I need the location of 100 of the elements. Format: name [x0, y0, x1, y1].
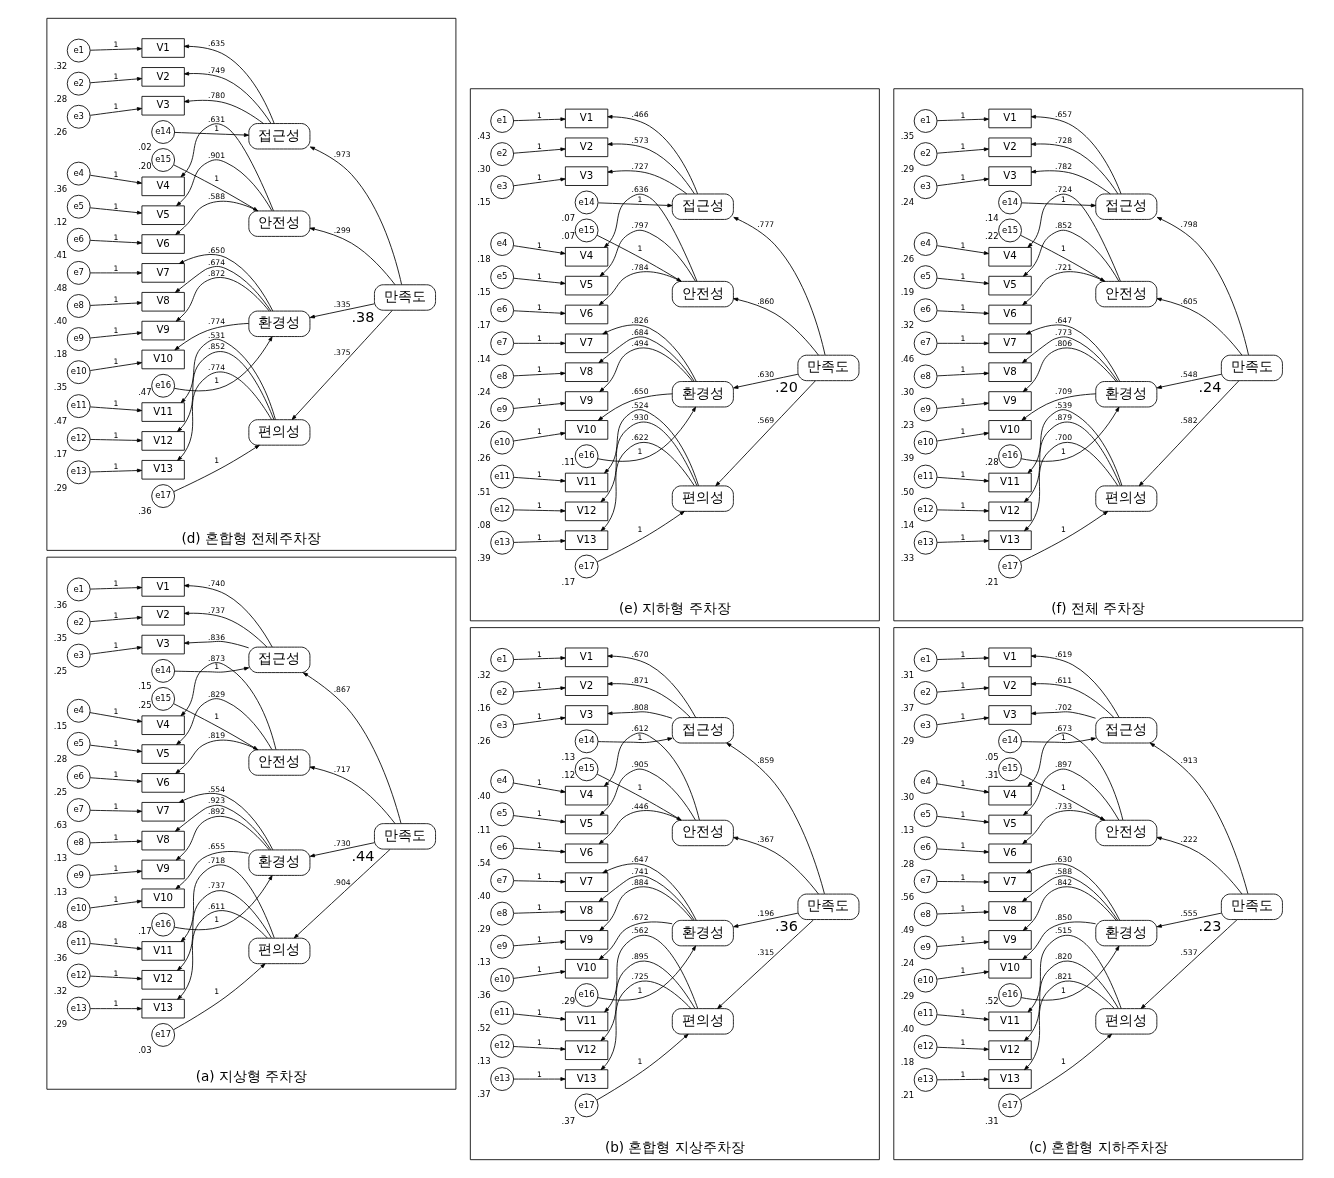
- edge-label: .819: [207, 731, 225, 741]
- edge-label: .494: [631, 339, 649, 349]
- node-box: V8: [564, 901, 608, 921]
- edge-label: 1: [536, 777, 542, 787]
- node-label: .36: [137, 506, 152, 517]
- node-circle: e9: [489, 934, 514, 959]
- node-circle: e11: [489, 464, 514, 489]
- arrow: [512, 508, 565, 513]
- edge-label: 1: [113, 40, 118, 50]
- node-label: .29: [900, 990, 914, 1001]
- edge-label: 1: [536, 965, 542, 975]
- node-circle: e6: [913, 836, 937, 861]
- edge-label: 1: [113, 232, 118, 242]
- node-box: 안전성: [247, 210, 310, 237]
- edge-label: .826: [631, 316, 649, 326]
- node-circle: e7: [66, 798, 91, 822]
- node-circle: e14: [574, 729, 598, 754]
- edge-label: 1: [213, 987, 219, 997]
- edge-label: 1: [536, 501, 542, 511]
- node-label: .51: [476, 486, 491, 497]
- node-circle: e13: [66, 460, 91, 485]
- arrow: [89, 646, 142, 655]
- node-box: 환경성: [671, 919, 734, 947]
- node-label: .15: [476, 287, 491, 298]
- node-box: V11: [987, 1011, 1032, 1032]
- node-circle: e14: [150, 659, 175, 683]
- arrow: [596, 1033, 689, 1101]
- node-circle: e10: [913, 430, 937, 455]
- node-circle: e7: [66, 261, 91, 285]
- arrow: [89, 239, 142, 245]
- node-box: V4: [564, 785, 608, 806]
- node-circle: e8: [489, 364, 514, 389]
- arrow: [176, 351, 274, 432]
- arrow: [1022, 347, 1116, 393]
- node-label: .38: [351, 308, 374, 325]
- edge-label: 1: [536, 142, 542, 152]
- arrow: [598, 886, 693, 931]
- node-label: .36: [774, 918, 798, 935]
- node-label: .52: [984, 995, 999, 1006]
- arrow: [603, 934, 698, 1013]
- node-box: 편의성: [247, 937, 310, 965]
- node-circle: e9: [913, 397, 937, 422]
- node-box: V6: [564, 843, 608, 864]
- edge-label: .782: [1054, 161, 1072, 171]
- node-circle: e6: [66, 765, 91, 789]
- arrow: [598, 921, 673, 960]
- edge-label: 1: [1060, 524, 1066, 534]
- node-circle: e4: [913, 770, 937, 794]
- node-box: V1: [987, 108, 1032, 129]
- edge-label: .673: [1054, 724, 1072, 734]
- node-label: .17: [137, 925, 152, 936]
- arrow: [172, 703, 258, 751]
- arrow: [1030, 681, 1114, 718]
- node-circle: e16: [574, 983, 598, 1007]
- node-circle: e7: [489, 868, 514, 893]
- node-circle: e11: [489, 1001, 514, 1025]
- arrow: [89, 615, 142, 623]
- node-box: V2: [141, 67, 185, 87]
- arrow: [1022, 886, 1116, 931]
- arrow: [600, 421, 697, 503]
- node-box: V13: [141, 460, 185, 480]
- node-circle: e14: [997, 190, 1022, 215]
- node-circle: e10: [489, 430, 514, 455]
- node-label: .19: [900, 287, 914, 298]
- edge-label: .375: [333, 347, 351, 357]
- edge-label: .913: [1180, 755, 1198, 765]
- edge-label: 1: [536, 871, 542, 881]
- edge-label: 1: [113, 968, 118, 978]
- arrow: [173, 666, 249, 673]
- edge-label: 1: [113, 738, 118, 748]
- edge-label: .923: [207, 796, 225, 806]
- edge-label: 1: [637, 732, 642, 742]
- edge-label: 1: [113, 294, 118, 304]
- node-box: V7: [141, 263, 185, 283]
- node-circle: e3: [913, 714, 937, 738]
- edge-label: .973: [333, 149, 351, 159]
- edge-label: 1: [536, 110, 542, 120]
- edge-label: .829: [207, 689, 225, 699]
- edge-label: .737: [207, 881, 225, 891]
- node-label: .08: [476, 519, 491, 530]
- arrow: [596, 945, 696, 1001]
- node-label: .29: [53, 482, 67, 493]
- arrow: [174, 804, 271, 851]
- arrow: [597, 737, 673, 744]
- arrow: [1019, 510, 1108, 563]
- edge-label: .196: [756, 909, 774, 919]
- arrow: [732, 912, 798, 928]
- arrow: [1027, 193, 1121, 282]
- edge-label: 1: [1060, 1056, 1066, 1066]
- arrow: [936, 147, 989, 154]
- arrow: [606, 114, 698, 195]
- arrow: [176, 890, 272, 971]
- edge-label: 1: [960, 1038, 965, 1048]
- node-box: 안전성: [1094, 280, 1157, 308]
- edge-label: .670: [631, 649, 649, 659]
- node-circle: e5: [913, 265, 937, 289]
- node-label: .24: [900, 957, 914, 968]
- node-circle: e11: [913, 1001, 937, 1026]
- node-label: .30: [900, 386, 914, 397]
- arrow: [173, 336, 273, 392]
